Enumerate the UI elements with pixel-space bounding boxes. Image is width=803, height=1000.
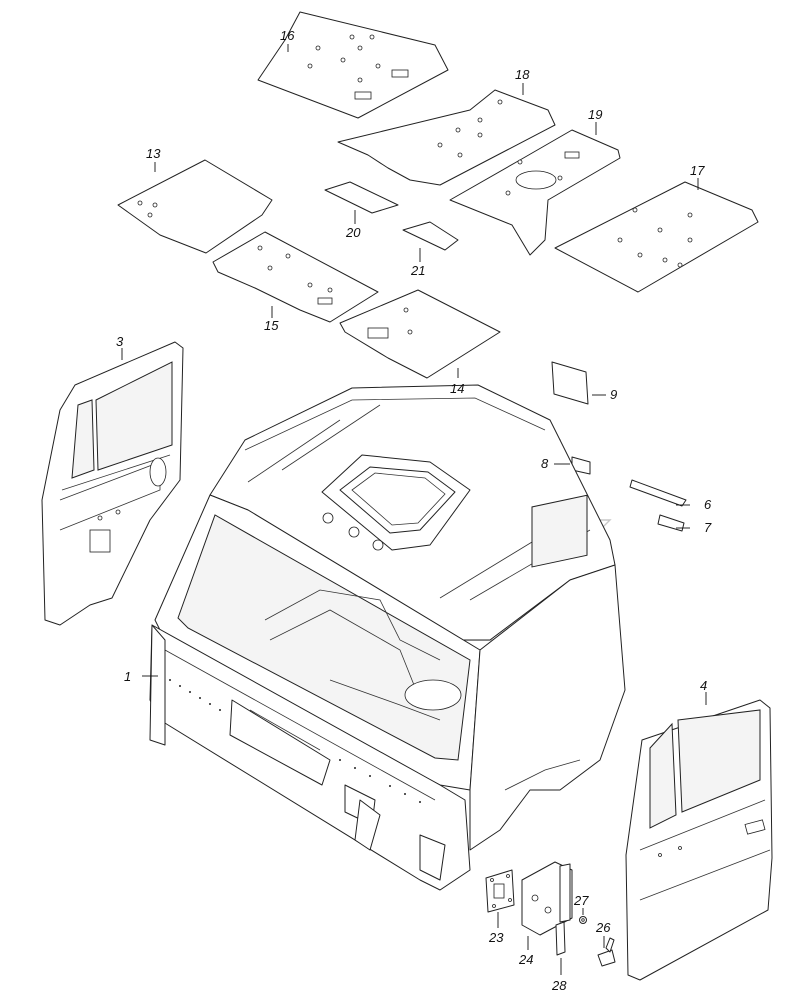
plate-9: [551, 361, 589, 405]
callout-17: 17: [690, 163, 705, 178]
callout-labels: 1 3 4 6 7 8 9 13 14 15 16 17 18 19 20 21…: [116, 28, 712, 993]
callout-18: 18: [515, 67, 530, 82]
pad-21: [402, 221, 459, 251]
mat-19: [449, 129, 621, 256]
hinge-24: [521, 861, 573, 936]
callout-27: 27: [573, 893, 589, 908]
callout-3: 3: [116, 334, 124, 349]
callout-28: 28: [551, 978, 567, 993]
washer-27: [579, 916, 587, 924]
left-door: [41, 341, 184, 626]
callout-1: 1: [124, 669, 131, 684]
callout-16: 16: [280, 28, 295, 43]
plate-7: [657, 514, 685, 532]
leader-lines: [121, 44, 707, 975]
callout-7: 7: [704, 520, 712, 535]
hinge-pin-28: [555, 921, 566, 956]
cab-body: [149, 384, 626, 891]
callout-21: 21: [410, 263, 425, 278]
callout-15: 15: [264, 318, 279, 333]
callout-13: 13: [146, 146, 161, 161]
mat-15: [212, 231, 379, 323]
right-door: [625, 699, 773, 981]
callout-24: 24: [518, 952, 533, 967]
callout-26: 26: [595, 920, 611, 935]
mat-13: [117, 159, 273, 254]
strip-6: [629, 479, 687, 507]
callout-4: 4: [700, 678, 707, 693]
callout-14: 14: [450, 381, 464, 396]
bolt-26: [597, 937, 616, 967]
callout-20: 20: [345, 225, 361, 240]
callout-8: 8: [541, 456, 549, 471]
callout-19: 19: [588, 107, 602, 122]
pad-20: [324, 181, 399, 214]
mat-18: [337, 89, 556, 186]
hinge-plate-23: [485, 869, 515, 913]
callout-6: 6: [704, 497, 712, 512]
mat-17: [554, 181, 759, 293]
callout-9: 9: [610, 387, 617, 402]
callout-23: 23: [488, 930, 504, 945]
mat-16: [257, 11, 449, 119]
mat-14: [339, 289, 501, 379]
